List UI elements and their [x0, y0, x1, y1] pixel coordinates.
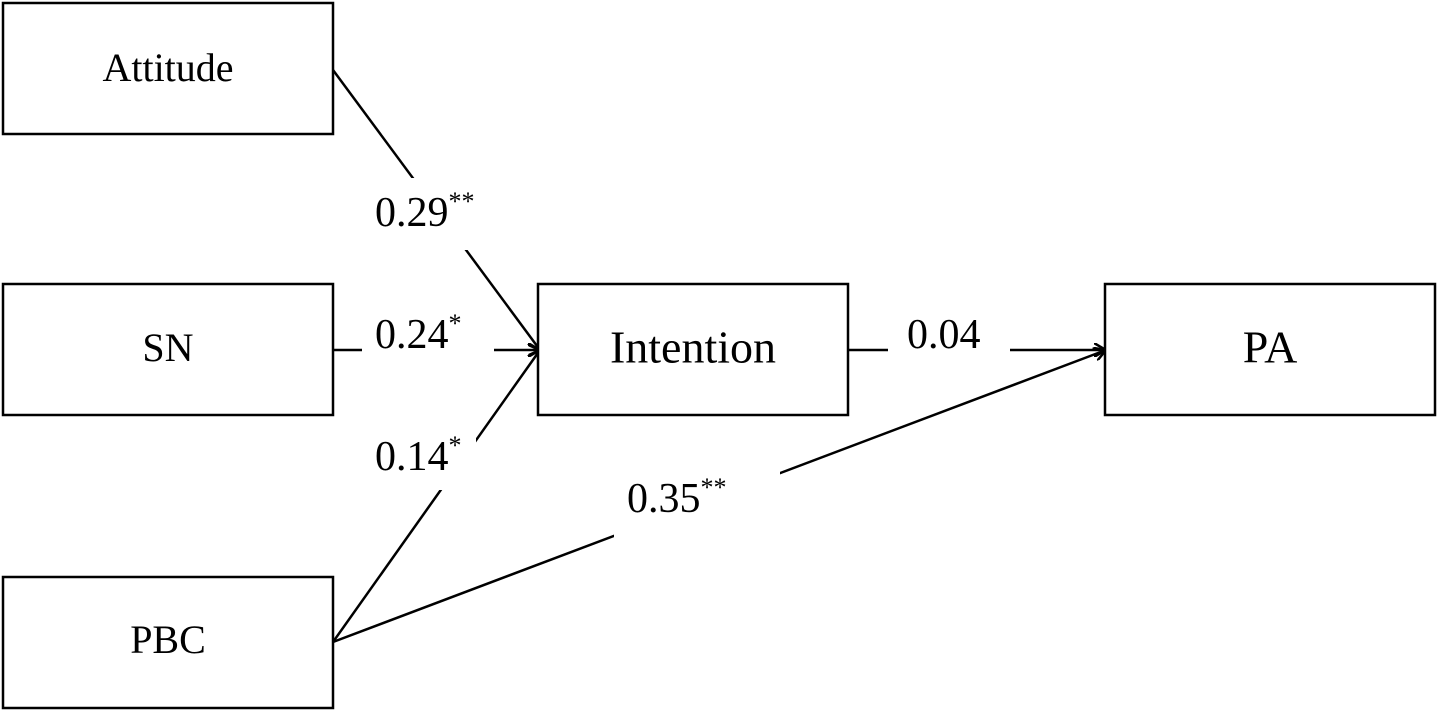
- node-label: PA: [1243, 322, 1298, 373]
- coef-value: 0.29: [375, 190, 449, 236]
- edge-pbc-intention: [331, 350, 540, 643]
- coef-label-attitude-intention: 0.29**: [368, 178, 496, 250]
- node-label: PBC: [130, 617, 206, 662]
- significance-marker: **: [701, 473, 727, 502]
- node-label: Intention: [610, 322, 776, 373]
- significance-marker: *: [449, 431, 462, 460]
- node-pa: PA: [1103, 282, 1437, 417]
- svg-text:0.35**: 0.35**: [627, 473, 727, 522]
- coef-label-sn-intention: 0.24*: [362, 309, 494, 370]
- svg-text:0.24*: 0.24*: [375, 309, 462, 358]
- coef-value: 0.04: [907, 312, 981, 358]
- node-label: Attitude: [102, 45, 233, 90]
- node-label: SN: [142, 325, 193, 370]
- coef-value: 0.14: [375, 434, 449, 480]
- node-pbc: PBC: [1, 575, 335, 710]
- svg-text:0.29**: 0.29**: [375, 187, 475, 236]
- node-intention: Intention: [536, 282, 850, 417]
- node-attitude: Attitude: [1, 1, 335, 136]
- coef-value: 0.35: [627, 476, 701, 522]
- significance-marker: *: [449, 309, 462, 338]
- svg-text:0.04: 0.04: [907, 312, 981, 358]
- coef-value: 0.24: [375, 312, 449, 358]
- coef-label-pbc-intention: 0.14*: [366, 416, 476, 490]
- significance-marker: **: [449, 187, 475, 216]
- coef-label-intention-pa: 0.04: [888, 312, 1010, 370]
- coef-label-pbc-pa: 0.35**: [614, 456, 780, 540]
- svg-text:0.14*: 0.14*: [375, 431, 462, 480]
- node-sn: SN: [1, 282, 335, 417]
